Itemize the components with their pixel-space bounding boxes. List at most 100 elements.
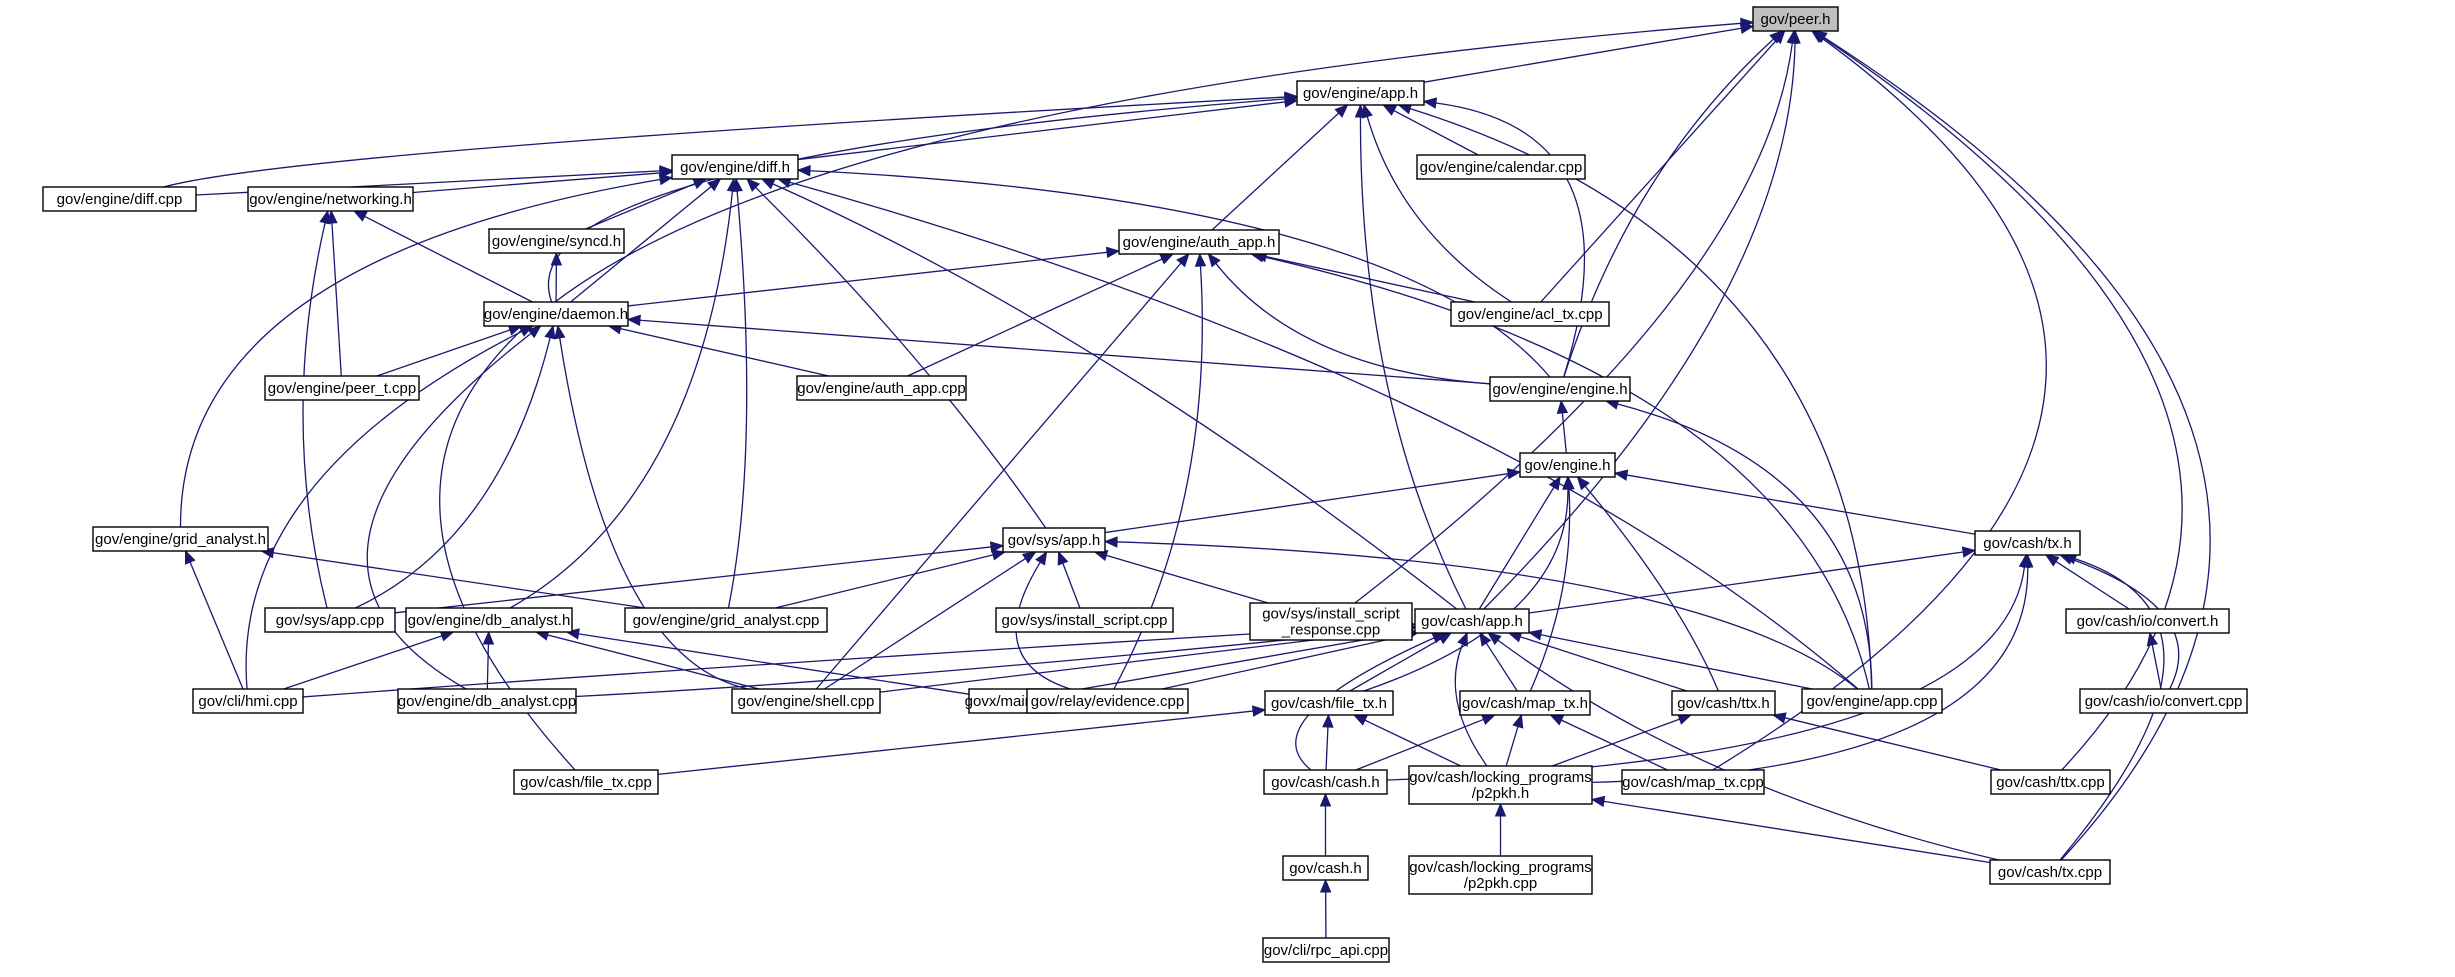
edge-line: [302, 624, 1404, 698]
node-engine-grid-analyst-h[interactable]: gov/engine/grid_analyst.h: [92, 526, 269, 552]
node-sys-app-h[interactable]: gov/sys/app.h: [1002, 527, 1106, 553]
arrowhead: [1457, 631, 1468, 647]
node-box: [264, 375, 420, 401]
node-cash-io-convert-h[interactable]: gov/cash/io/convert.h: [2065, 608, 2230, 634]
node-engine-calendar-cpp[interactable]: gov/engine/calendar.cpp: [1416, 154, 1586, 180]
node-label: gov/engine/peer_t.cpp: [268, 380, 416, 397]
node-engine-app-cpp[interactable]: gov/engine/app.cpp: [1801, 688, 1943, 714]
edge-cash_locking_p2pkh_h-to-cash_ttx_h: [1551, 713, 1693, 767]
arrowhead: [1487, 632, 1502, 646]
node-cash-app-h[interactable]: gov/cash/app.h: [1414, 608, 1530, 634]
arrowhead: [1194, 252, 1207, 267]
node-cash-file-tx-cpp[interactable]: gov/cash/file_tx.cpp: [513, 769, 659, 795]
node-cash-h[interactable]: gov/cash.h: [1282, 855, 1369, 881]
node-label: gov/engine/calendar.cpp: [1420, 159, 1583, 176]
node-engine-acl-tx-cpp[interactable]: gov/engine/acl_tx.cpp: [1450, 301, 1610, 327]
node-cash-tx-h[interactable]: gov/cash/tx.h: [1974, 530, 2081, 556]
arrowhead: [1771, 712, 1787, 724]
node-box: [513, 769, 659, 795]
node-peer-h[interactable]: gov/peer.h: [1752, 6, 1839, 32]
node-box: [483, 301, 629, 327]
node-engine-db-analyst-cpp[interactable]: gov/engine/db_analyst.cpp: [397, 688, 577, 714]
node-cash-map-tx-cpp[interactable]: gov/cash/map_tx.cpp: [1621, 769, 1765, 795]
edge-engine_auth_app_h-to-engine_app_h: [1211, 104, 1349, 231]
node-engine-app-h[interactable]: gov/engine/app.h: [1296, 80, 1425, 106]
node-engine-diff-h[interactable]: gov/engine/diff.h: [671, 154, 799, 180]
edge-cash_ttx_h-to-cash_app_h: [1507, 631, 1687, 692]
arrowhead: [1527, 629, 1543, 641]
node-cash-map-tx-h[interactable]: gov/cash/map_tx.h: [1459, 690, 1591, 716]
node-engine-grid-analyst-cpp[interactable]: gov/engine/grid_analyst.cpp: [624, 607, 828, 633]
edge-line: [1325, 726, 1329, 771]
edge-line: [1540, 39, 1778, 303]
edge-line: [189, 561, 244, 690]
arrowhead: [1479, 631, 1492, 647]
node-cash-tx-cpp[interactable]: gov/cash/tx.cpp: [1989, 859, 2111, 885]
node-sys-app-cpp[interactable]: gov/sys/app.cpp: [264, 607, 396, 633]
edge-cash_map_tx_h-to-cash_app_h: [1479, 631, 1518, 692]
node-label: gov/sys/install_script: [1262, 606, 1400, 623]
arrowhead: [1354, 103, 1367, 118]
node-label: gov/engine.h: [1525, 457, 1611, 474]
edge-line: [364, 215, 533, 303]
arrowhead: [1789, 29, 1801, 44]
edge-line: [1485, 642, 1518, 692]
node-label: gov/cash/locking_programs: [1409, 859, 1592, 876]
node-engine-h[interactable]: gov/engine.h: [1519, 452, 1616, 478]
node-box: [1801, 688, 1943, 714]
edge-cash_h-to-cash_cash_h: [1319, 792, 1332, 856]
node-cash-ttx-cpp[interactable]: gov/cash/ttx.cpp: [1990, 769, 2111, 795]
node-engine-networking-h[interactable]: gov/engine/networking.h: [247, 186, 414, 212]
node-label: /p2pkh.h: [1472, 785, 1530, 802]
node-cash-ttx-h[interactable]: gov/cash/ttx.h: [1671, 690, 1776, 716]
edge-line: [355, 337, 551, 609]
edge-line: [547, 634, 760, 690]
node-engine-auth-app-cpp[interactable]: gov/engine/auth_app.cpp: [796, 375, 967, 401]
node-engine-syncd-h[interactable]: gov/engine/syncd.h: [488, 228, 625, 254]
node-box: [92, 526, 269, 552]
node-cli-hmi-cpp[interactable]: gov/cli/hmi.cpp: [192, 688, 304, 714]
node-cash-cash-h[interactable]: gov/cash/cash.h: [1263, 769, 1388, 795]
edge-cash_io_convert_h-to-cash_tx_h: [2044, 554, 2130, 610]
edge-engine_daemon_h-to-engine_syncd_h: [550, 251, 563, 303]
edge-engine_app_cpp-to-engine_app_h: [1397, 103, 1873, 690]
node-cash-locking-p2pkh-cpp[interactable]: gov/cash/locking_programs/p2pkh.cpp: [1408, 855, 1593, 895]
edge-line: [1015, 561, 1071, 690]
arrowhead: [544, 324, 556, 340]
edge-line: [1478, 486, 1555, 610]
node-engine-engine-h[interactable]: gov/engine/engine.h: [1489, 376, 1631, 402]
edge-engine_db_analyst_cpp-to-engine_daemon_h: [366, 325, 542, 690]
edge-cash_app_h-to-engine_app_h: [1354, 103, 1467, 610]
node-sys-install-script-cpp[interactable]: gov/sys/install_script.cpp: [995, 607, 1174, 633]
arrowhead: [1105, 246, 1121, 259]
node-cash-locking-p2pkh-h[interactable]: gov/cash/locking_programs/p2pkh.h: [1408, 765, 1593, 805]
node-engine-db-analyst-h[interactable]: gov/engine/db_analyst.h: [405, 607, 573, 633]
node-box: [731, 688, 881, 714]
node-engine-daemon-h[interactable]: gov/engine/daemon.h: [483, 301, 629, 327]
arrowhead: [1352, 714, 1368, 726]
arrowhead: [1322, 713, 1334, 728]
node-engine-auth-app-h[interactable]: gov/engine/auth_app.h: [1118, 229, 1280, 255]
edge-line: [1211, 112, 1340, 231]
node-engine-diff-cpp[interactable]: gov/engine/diff.cpp: [42, 186, 197, 212]
edge-engine_calendar_cpp-to-engine_app_h: [1382, 104, 1479, 156]
edge-sys_install_script_cpp-to-sys_app_h: [1057, 550, 1081, 609]
node-box: [405, 607, 573, 633]
edge-cash_locking_p2pkh_h-to-cash_file_tx_h: [1352, 714, 1462, 767]
node-relay-evidence-cpp[interactable]: gov/relay/evidence.cpp: [1026, 688, 1189, 714]
node-box: [2065, 608, 2230, 634]
arrowhead: [1613, 469, 1629, 481]
edge-line: [575, 627, 1404, 698]
edge-line: [657, 710, 1254, 775]
node-cash-file-tx-h[interactable]: gov/cash/file_tx.h: [1264, 690, 1394, 716]
node-sys-install-script-response-cpp[interactable]: gov/sys/install_script_response.cpp: [1249, 602, 1413, 641]
edge-line: [570, 186, 712, 303]
arrowhead: [1563, 475, 1575, 490]
node-cash-io-convert-cpp[interactable]: gov/cash/io/convert.cpp: [2079, 688, 2248, 714]
node-cli-rpc-api-cpp[interactable]: gov/cli/rpc_api.cpp: [1262, 937, 1390, 963]
edge-cash_cash_h-to-cash_map_tx_h: [1355, 714, 1496, 771]
node-engine-peer-t-cpp[interactable]: gov/engine/peer_t.cpp: [264, 375, 420, 401]
node-engine-shell-cpp[interactable]: gov/engine/shell.cpp: [731, 688, 881, 714]
edge-engine_diff_cpp-to-engine_app_h: [163, 91, 1299, 188]
edge-line: [283, 635, 443, 690]
